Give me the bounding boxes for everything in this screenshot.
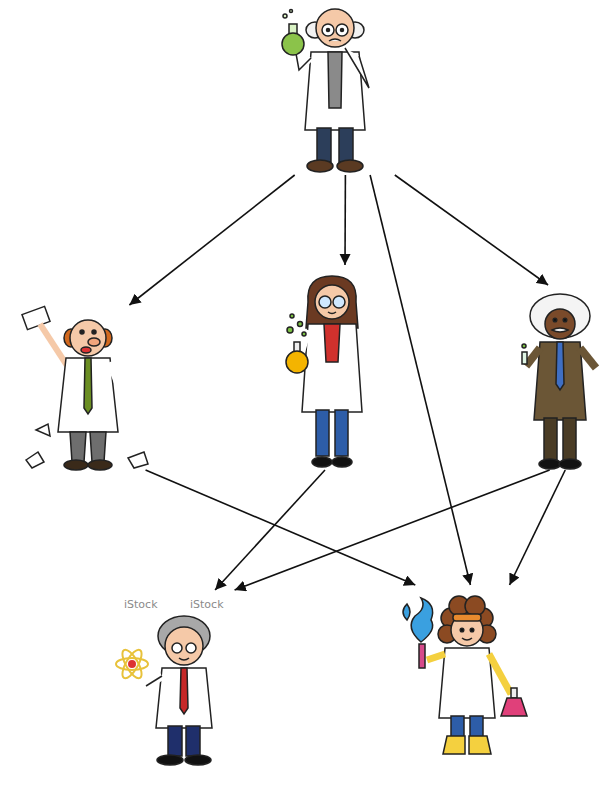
- arrow-connector: [129, 175, 294, 305]
- arrow-connector: [215, 470, 325, 590]
- scientist-figure: [115, 590, 245, 762]
- scientist-figure: [280, 265, 380, 470]
- scientist-figure: [20, 305, 155, 470]
- old-scientist: [282, 9, 369, 172]
- woman-scientist: [286, 276, 362, 467]
- scientist-figure: [395, 585, 540, 760]
- scientist-figure: [270, 4, 400, 175]
- watermark-text: iStock: [124, 598, 158, 611]
- arrow-connector: [235, 470, 550, 590]
- chemist-scientist: [403, 596, 527, 754]
- arrow-connector: [370, 175, 470, 585]
- watermark-text: iStock: [190, 598, 224, 611]
- arrow-connector: [146, 470, 416, 585]
- arrow-connector: [395, 175, 548, 285]
- atom-scientist: [116, 616, 212, 765]
- arrow-connector: [344, 175, 346, 265]
- einstein-scientist: [522, 294, 596, 469]
- atom-symbol: [116, 647, 148, 681]
- scientist-figure: [520, 285, 598, 470]
- frustrated-scientist: [22, 306, 148, 470]
- arrow-connector: [510, 470, 566, 585]
